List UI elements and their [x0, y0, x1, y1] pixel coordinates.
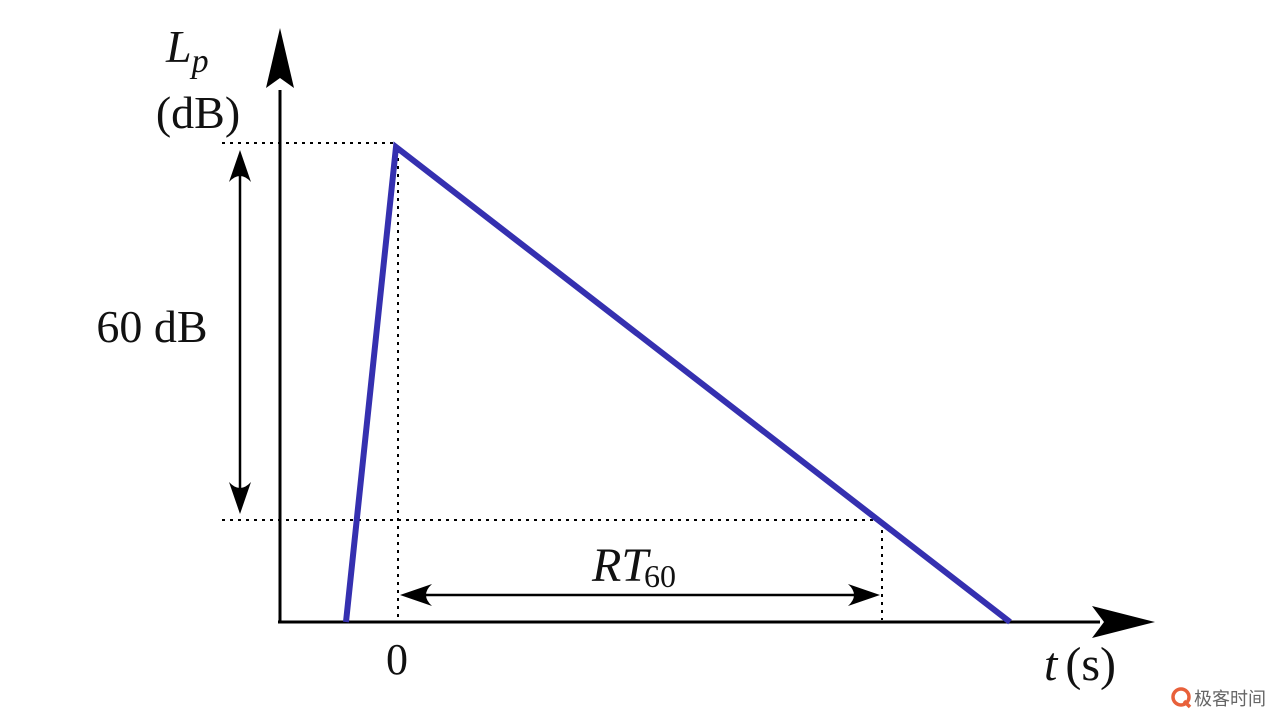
y-axis-unit: (dB) — [156, 87, 240, 138]
rt60-arrow-right-head — [848, 584, 880, 606]
svg-text:t(s): t(s) — [1044, 638, 1116, 691]
span-arrow-top-head — [229, 150, 251, 182]
rt-subscript: 60 — [644, 558, 676, 594]
y-axis-symbol: L — [165, 21, 192, 72]
x-axis-arrowhead — [1092, 606, 1155, 638]
origin-label: 0 — [386, 635, 408, 684]
rt-symbol: RT — [591, 539, 651, 592]
y-axis-subscript: p — [190, 43, 209, 80]
sound-level-curve — [343, 141, 1012, 625]
rt60-arrow-left-head — [400, 584, 432, 606]
span-label: 60 dB — [96, 301, 207, 352]
watermark: 极客时间 — [1171, 687, 1266, 710]
svg-text:Lp: Lp — [165, 21, 209, 80]
x-axis-unit: (s) — [1065, 638, 1116, 691]
watermark-logo-icon — [1171, 687, 1191, 707]
watermark-text: 极客时间 — [1194, 689, 1266, 710]
svg-text:RT60: RT60 — [591, 539, 676, 594]
span-arrow-bottom-head — [229, 482, 251, 514]
y-axis-arrowhead — [266, 28, 294, 88]
x-axis-symbol: t — [1044, 638, 1059, 691]
